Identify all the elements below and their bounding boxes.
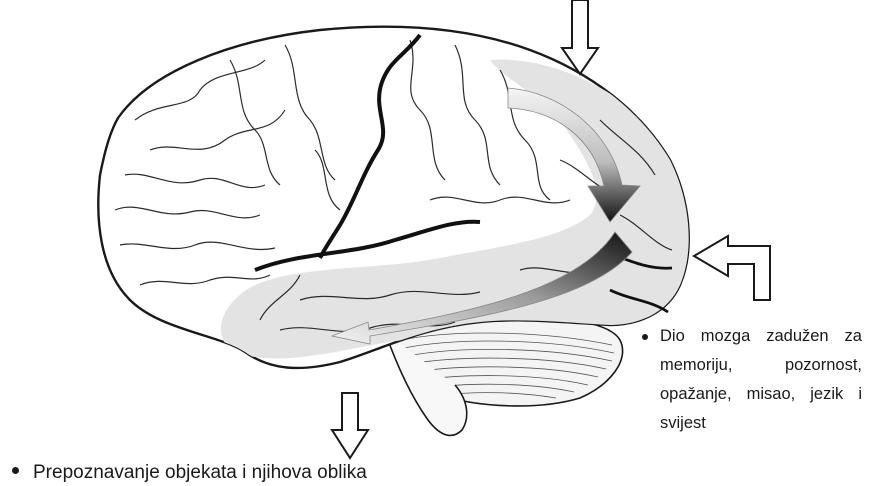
- callout-object-recognition: Prepoznavanje objekata i njihova oblika: [12, 461, 612, 485]
- down-arrow-icon: [562, 0, 598, 74]
- callout-right-text: Dio mozga zadužen za memoriju, pozornost…: [660, 322, 862, 438]
- callout-memory-attention: Dio mozga zadužen za memoriju, pozornost…: [642, 322, 862, 438]
- left-elbow-arrow-icon: [694, 236, 770, 300]
- callout-bottom-text: Prepoznavanje objekata i njihova oblika: [33, 462, 367, 483]
- bullet-icon: [12, 467, 19, 474]
- down-arrow-icon: [332, 393, 368, 458]
- bullet-icon: [642, 334, 648, 340]
